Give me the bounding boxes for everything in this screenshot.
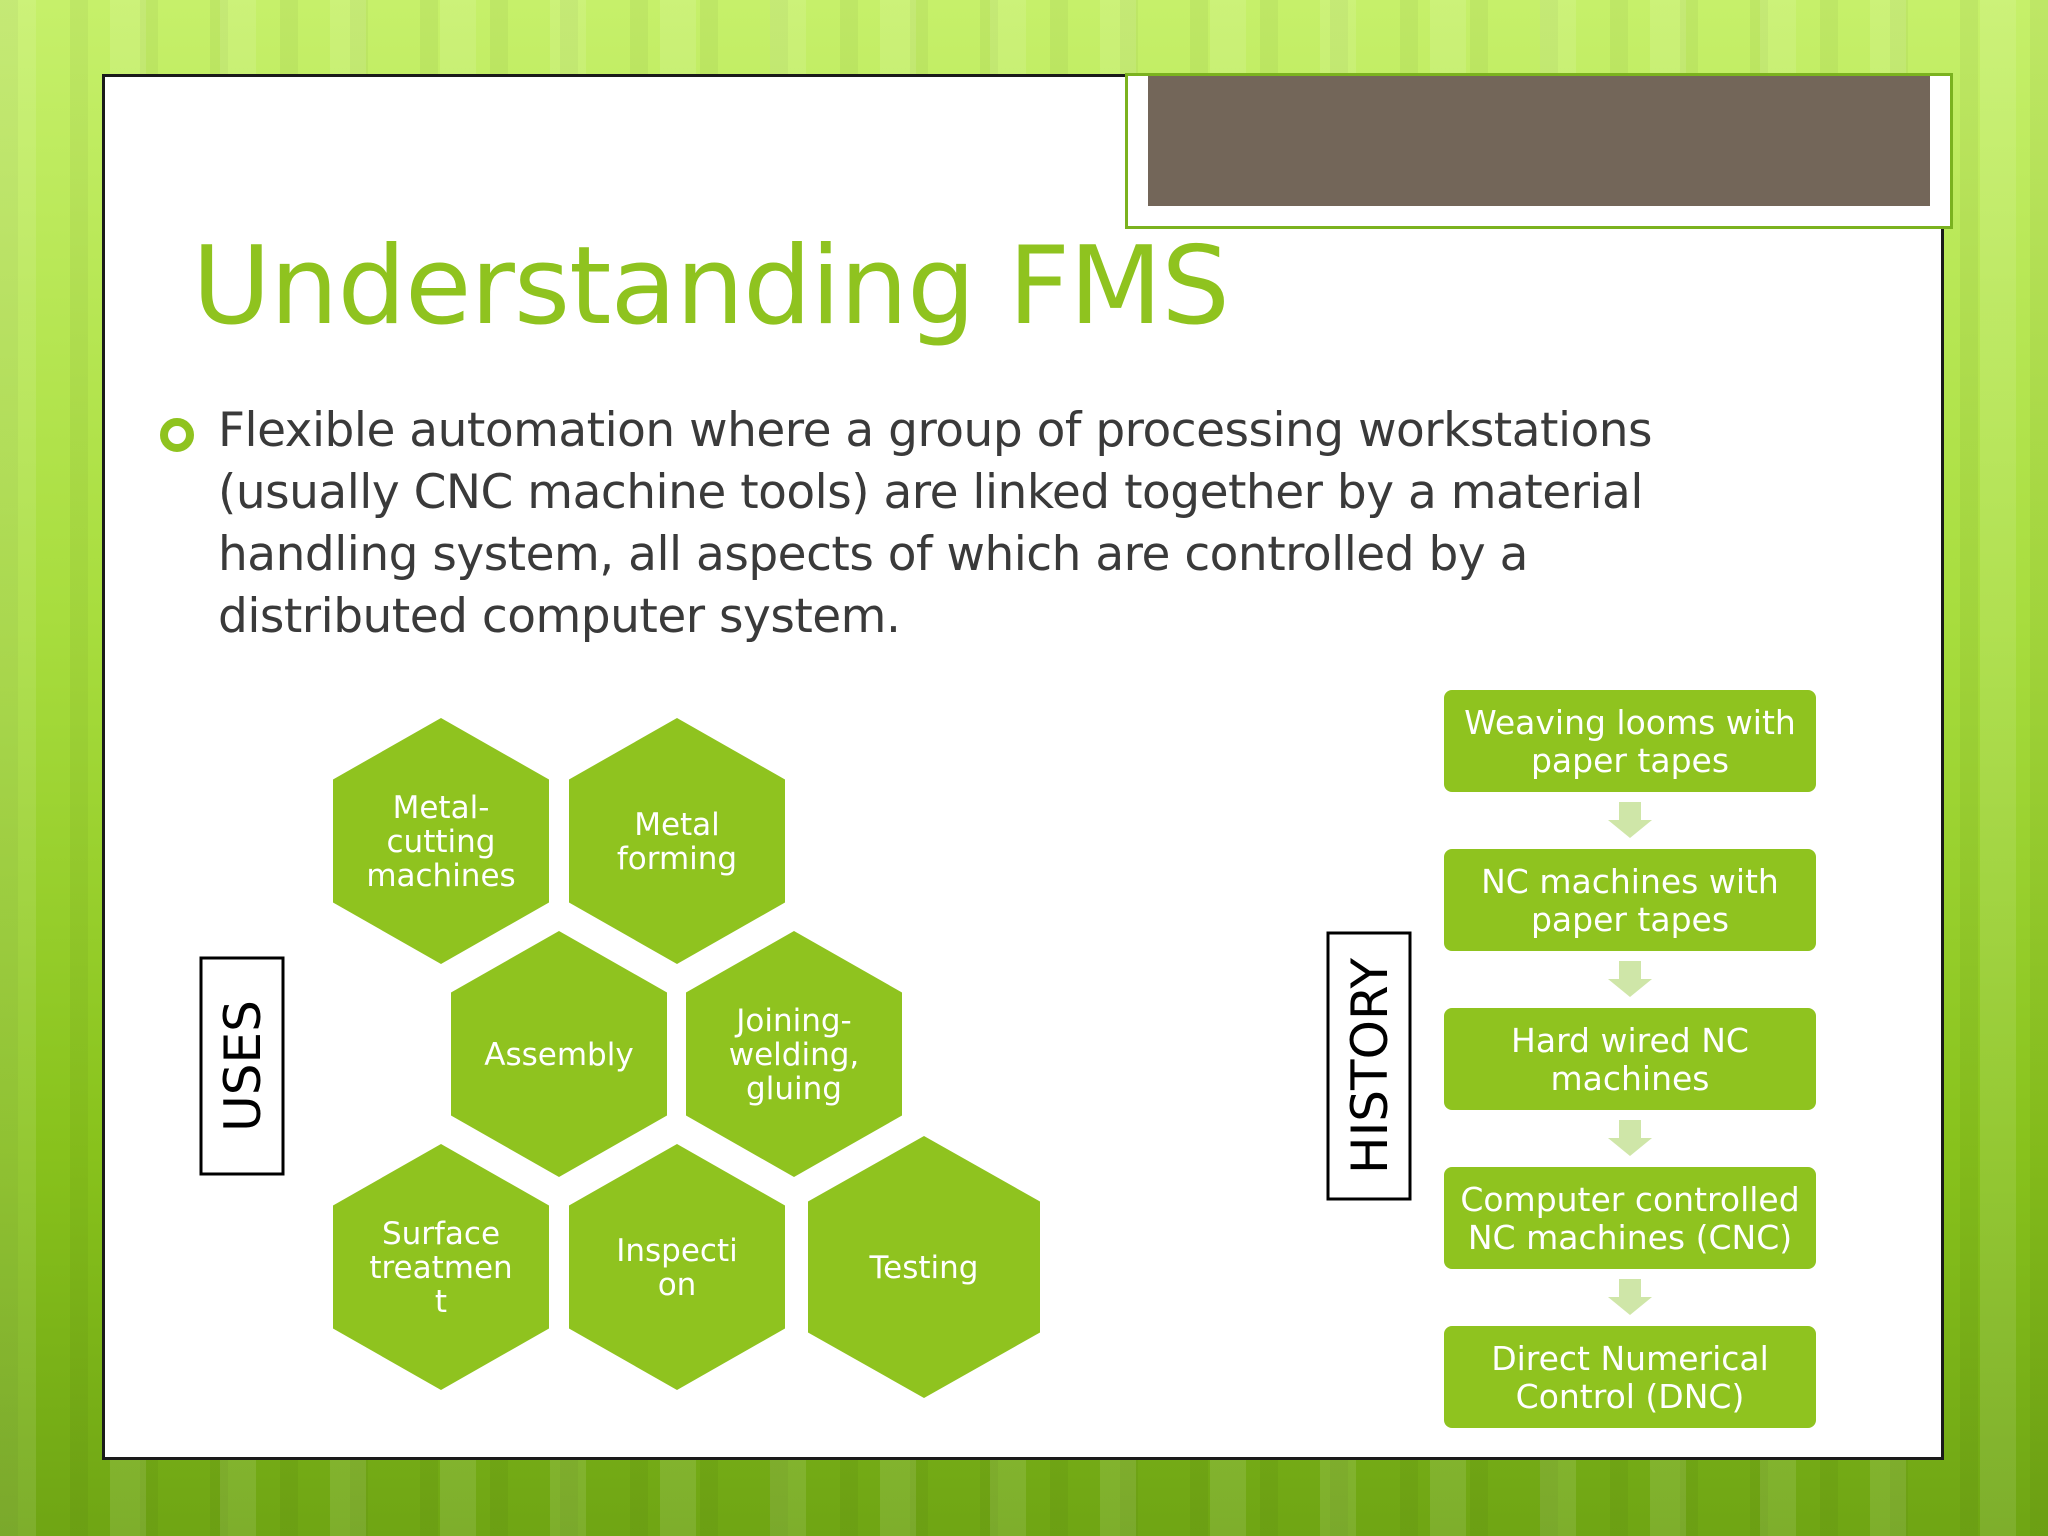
uses-diagram: Metal-cuttingmachinesMetalformingAssembl… bbox=[199, 718, 1040, 1398]
uses-item-label: gluing bbox=[746, 1071, 842, 1107]
down-arrow-icon bbox=[1608, 1279, 1652, 1315]
history-step-label: Hard wired NC bbox=[1511, 1021, 1749, 1060]
history-step-label: NC machines (CNC) bbox=[1468, 1218, 1792, 1257]
uses-label: USES bbox=[214, 1000, 272, 1132]
hexagon-shape bbox=[451, 931, 667, 1177]
bullet-text: Flexible automation where a group of pro… bbox=[218, 403, 1653, 644]
history-label-frame bbox=[1326, 931, 1412, 1201]
uses-item-label: Surface bbox=[382, 1216, 500, 1252]
history-step-label: NC machines with bbox=[1481, 862, 1779, 901]
uses-item-label: welding, bbox=[729, 1037, 860, 1073]
uses-hexagon: Testing bbox=[808, 1136, 1040, 1398]
uses-item-label: Inspecti bbox=[616, 1233, 738, 1269]
uses-label-frame bbox=[199, 956, 285, 1176]
history-step-label: Direct Numerical bbox=[1491, 1339, 1769, 1378]
uses-item-label: Metal bbox=[634, 807, 720, 843]
hexagon-shape bbox=[808, 1136, 1040, 1398]
history-step-box bbox=[1444, 690, 1816, 792]
header-picture-frame bbox=[1125, 73, 1953, 229]
uses-item-label: machines bbox=[366, 858, 515, 894]
uses-item-label: Testing bbox=[869, 1250, 979, 1286]
down-arrow-icon bbox=[1608, 1120, 1652, 1156]
uses-item-label: Metal- bbox=[393, 790, 490, 826]
history-step-box bbox=[1444, 1326, 1816, 1428]
uses-item-label: treatmen bbox=[369, 1250, 512, 1286]
history-label-box: HISTORY bbox=[1326, 931, 1412, 1201]
down-arrow-icon bbox=[1608, 961, 1652, 997]
history-step-label: paper tapes bbox=[1531, 741, 1729, 780]
uses-item-label: cutting bbox=[387, 824, 496, 860]
bullet-marker-icon bbox=[160, 418, 194, 452]
history-step-label: machines bbox=[1550, 1059, 1709, 1098]
uses-item-label: forming bbox=[617, 841, 737, 877]
header-picture bbox=[1148, 76, 1930, 206]
slide-title: Understanding FMS bbox=[192, 224, 1230, 349]
hexagon-shape bbox=[569, 1144, 785, 1390]
history-step-label: Weaving looms with bbox=[1464, 703, 1796, 742]
history-step-box bbox=[1444, 849, 1816, 951]
history-step-label: Computer controlled bbox=[1460, 1180, 1799, 1219]
uses-item-label: Assembly bbox=[484, 1037, 633, 1073]
history-step-label: Control (DNC) bbox=[1516, 1377, 1745, 1416]
history-step-label: paper tapes bbox=[1531, 900, 1729, 939]
hexagon-shape bbox=[333, 718, 549, 964]
uses-item-label: Joining- bbox=[734, 1003, 852, 1039]
uses-item-label: t bbox=[435, 1284, 447, 1320]
hexagon-shape bbox=[686, 931, 902, 1177]
uses-label-box: USES bbox=[199, 956, 285, 1176]
uses-hexagon: Assembly bbox=[451, 931, 667, 1177]
down-arrow-icon bbox=[1608, 802, 1652, 838]
history-step-box bbox=[1444, 1008, 1816, 1110]
uses-item-label: on bbox=[658, 1267, 697, 1303]
hexagon-shape bbox=[569, 718, 785, 964]
hexagon-shape bbox=[333, 1144, 549, 1390]
history-step-box bbox=[1444, 1167, 1816, 1269]
uses-hexagon: Joining-welding,gluing bbox=[686, 931, 902, 1177]
history-label: HISTORY bbox=[1341, 958, 1399, 1175]
